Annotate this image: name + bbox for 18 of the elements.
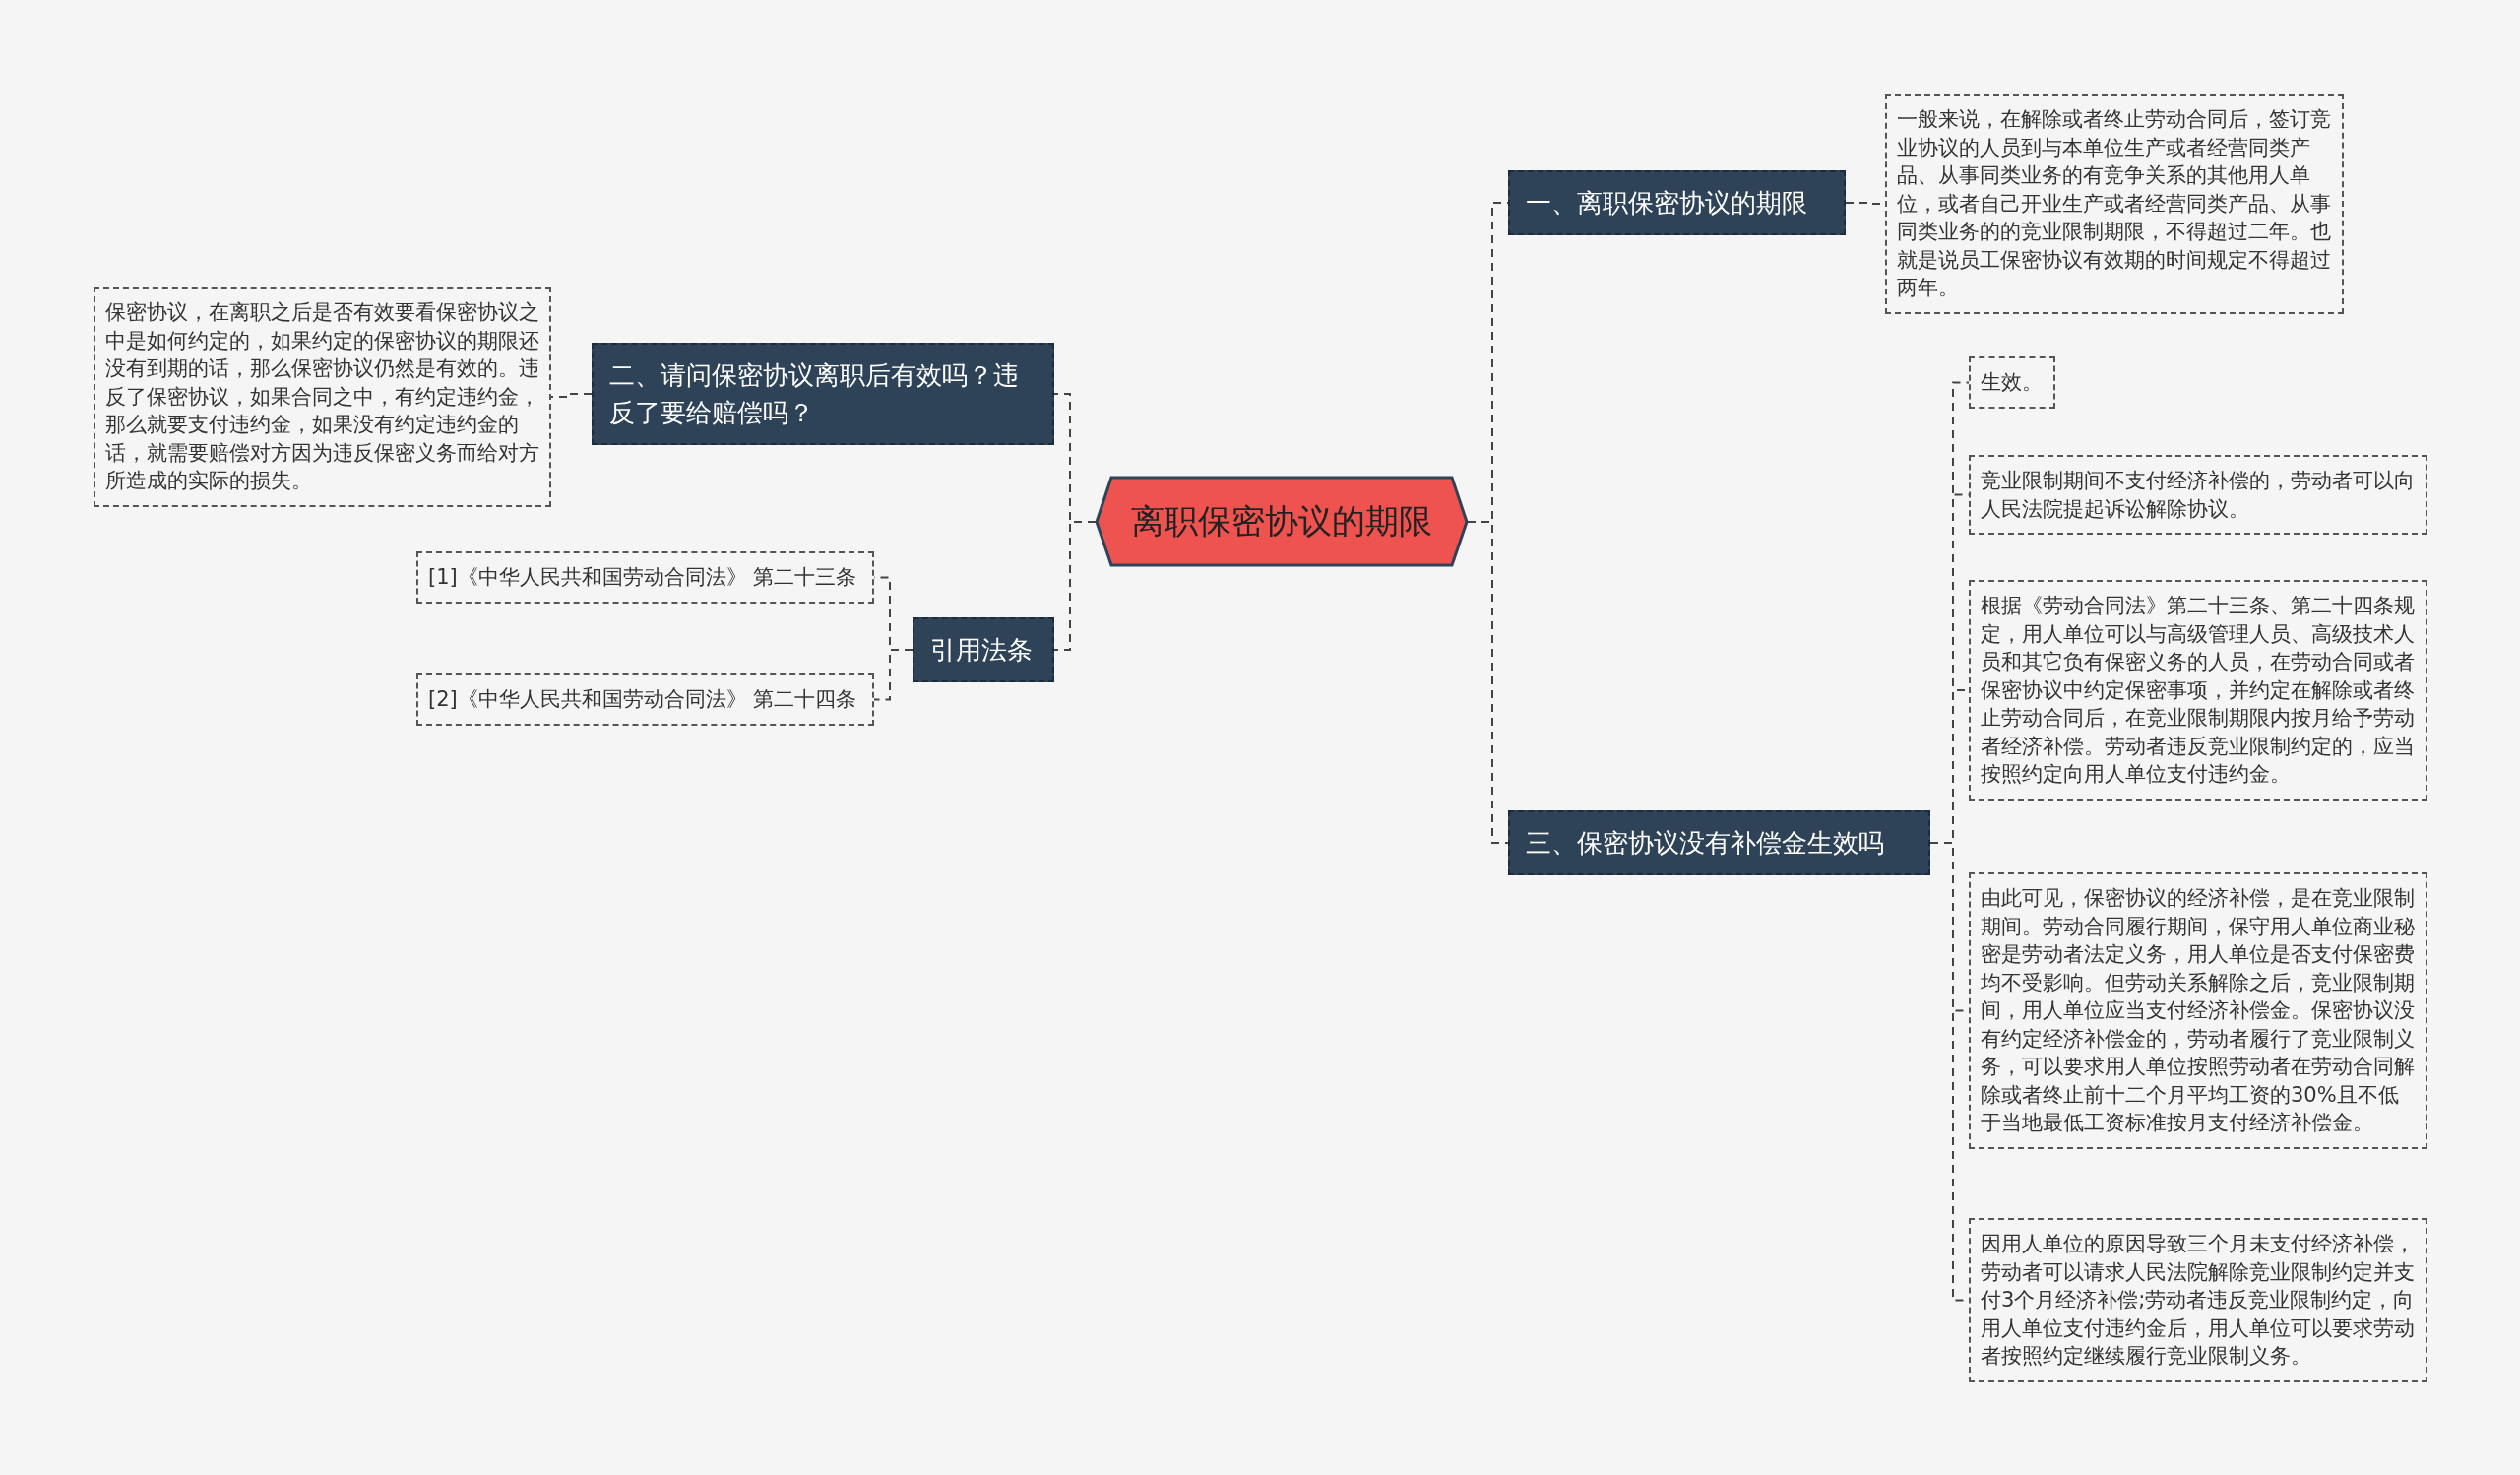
note-box: 因用人单位的原因导致三个月未支付经济补偿，劳动者可以请求人民法院解除竞业限制约定并支付3个月经济补偿;劳动者违反竞业限制约定，向用人单位支付违约金后，用人单位可以要求劳动者按照约定继续履行竞业限制义务。 [1969,1218,2427,1382]
connector-line [1467,521,1509,844]
note-box: 竞业限制期间不支付经济补偿的，劳动者可以向人民法院提起诉讼解除协议。 [1969,455,2427,535]
note-box: 保密协议，在离职之后是否有效要看保密协议之中是如何约定的，如果约定的保密协议的期限还没有到期的话，那么保密协议仍然是有效的。违反了保密协议，如果合同之中，有约定违约金，那么就要支付违约金，如果没有约定违约金的话，就需要赔偿对方因为违反保密义务而给对方所造成的实际的损失。 [94,287,551,507]
note-box: [1]《中华人民共和国劳动合同法》 第二十三条 [416,551,874,604]
topic-box: 三、保密协议没有补偿金生效吗 [1508,810,1930,875]
topic-box: 二、请问保密协议离职后有效吗？违反了要给赔偿吗？ [592,343,1054,445]
note-box: 一般来说，在解除或者终止劳动合同后，签订竞业协议的人员到与本单位生产或者经营同类产品、从事同类业务的有竞争关系的其他用人单位，或者自己开业生产或者经营同类产品、从事同类业务的的竞业限制期限，不得超过二年。也就是说员工保密协议有效期的时间规定不得超过两年。 [1885,94,2344,314]
connector-line [1053,521,1097,651]
connector-line [550,393,593,398]
central-topic-hexagon: 离职保密协议的期限 [1096,478,1468,566]
note-box: 生效。 [1969,356,2055,409]
note-box: [2]《中华人民共和国劳动合同法》 第二十四条 [416,673,874,726]
connector-line [873,649,914,701]
note-box: 根据《劳动合同法》第二十三条、第二十四条规定，用人单位可以与高级管理人员、高级技术人员和其它负有保密义务的人员，在劳动合同或者保密协议中约定保密事项，并约定在解除或者终止劳动合同后，在竞业限制期限内按月给予劳动者经济补偿。劳动者违反竞业限制约定的，应当按照约定向用人单位支付违约金。 [1969,580,2427,801]
topic-box: 引用法条 [913,617,1054,682]
note-box: 由此可见，保密协议的经济补偿，是在竞业限制期间。劳动合同履行期间，保守用人单位商业秘密是劳动者法定义务，用人单位是否支付保密费均不受影响。但劳动关系解除之后，竞业限制期间，用人单位应当支付经济补偿金。保密协议没有约定经济补偿金的，劳动者履行了竞业限制义务，可以要求用人单位按照劳动者在劳动合同解除或者终止前十二个月平均工资的30%且不低于当地最低工资标准按月支付经济补偿金。 [1969,872,2427,1149]
topic-box: 一、离职保密协议的期限 [1508,170,1846,235]
